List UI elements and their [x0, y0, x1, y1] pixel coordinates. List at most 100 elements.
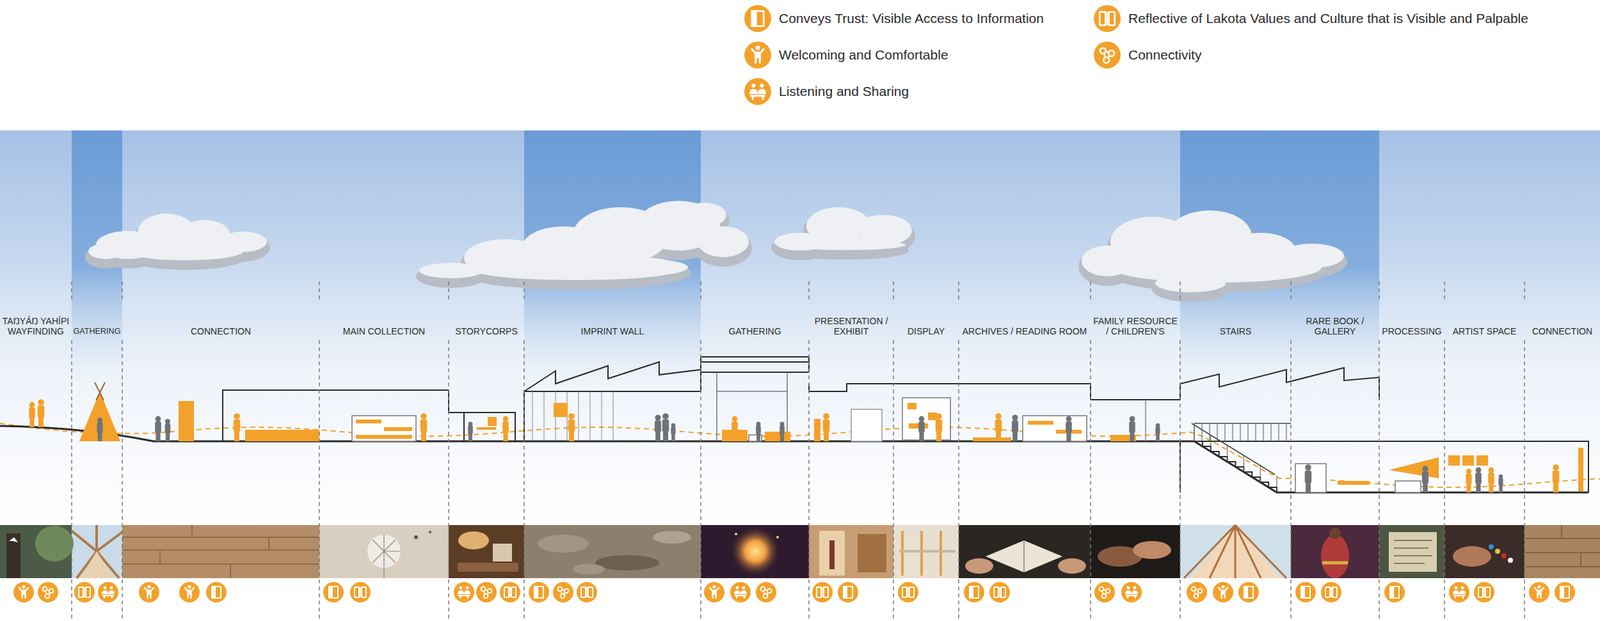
rail: [1194, 423, 1291, 425]
person-body: [1552, 471, 1560, 484]
person-body: [918, 421, 925, 434]
person-legs: [234, 431, 240, 442]
photo-detail: [1393, 540, 1433, 564]
principle-icon: [989, 582, 1010, 603]
furniture: [1337, 481, 1370, 486]
furniture: [1448, 455, 1460, 466]
person-head: [165, 419, 171, 425]
furniture: [1476, 455, 1488, 466]
zone-label: RARE BOOK / GALLERY: [1292, 316, 1378, 337]
mullion: [578, 391, 580, 442]
legend-icon: [744, 5, 772, 32]
cloud-puff: [128, 242, 244, 261]
person-head: [919, 416, 925, 423]
zone-dividers: [71, 281, 1525, 621]
principle-icon: [323, 582, 344, 603]
person-legs: [1466, 483, 1472, 493]
stair-rail: [1191, 423, 1275, 475]
principle-icons: [13, 582, 1576, 603]
furniture: [355, 419, 382, 424]
photo-detail: [729, 526, 781, 578]
photo-detail: [902, 531, 941, 576]
furniture: [851, 409, 882, 442]
person-head: [503, 416, 509, 423]
clouds: [85, 200, 1348, 303]
photo: [1379, 525, 1445, 579]
zone-divider: [1179, 340, 1181, 621]
roof-line: [808, 384, 1181, 400]
zone-divider: [700, 281, 702, 301]
mullion: [613, 391, 614, 442]
photo-detail: [8, 537, 18, 543]
principle-icon: [97, 582, 119, 603]
principle-icon: [730, 582, 751, 603]
photo-detail: [6, 533, 21, 579]
photo-detail: [1322, 561, 1348, 566]
photo-detail: [1329, 528, 1341, 540]
cloud-puff: [1155, 274, 1226, 293]
photo-detail: [537, 535, 589, 553]
zone-divider: [1523, 281, 1526, 301]
zone-divider: [448, 281, 450, 301]
sky-gradient: [0, 130, 1600, 526]
furniture: [764, 432, 791, 442]
photo-detail: [414, 535, 418, 540]
zone-divider: [1179, 281, 1181, 301]
person-body: [233, 419, 241, 433]
legend-icon-glyph: [744, 5, 772, 32]
photo-detail: [492, 544, 512, 562]
photo: [1090, 525, 1181, 579]
mullion: [590, 391, 591, 442]
principle-icon: [1094, 582, 1115, 603]
person-legs: [671, 434, 675, 442]
person-body: [1128, 421, 1136, 434]
person-legs: [936, 431, 942, 442]
person-legs: [1422, 483, 1428, 493]
person-body: [568, 419, 576, 433]
principle-icon: [453, 582, 475, 603]
person-body: [1065, 421, 1072, 434]
zone-label: STORYCORPS: [449, 326, 523, 337]
zone-divider: [523, 340, 525, 621]
principle-icon: [13, 582, 34, 603]
person-legs: [995, 431, 1001, 442]
legend-item: Reflective of Lakota Values and Culture …: [1093, 5, 1529, 32]
principle-icon: [206, 582, 227, 603]
rail-post: [1201, 423, 1203, 442]
principle-icon: [1121, 582, 1142, 603]
person-head: [1475, 467, 1482, 474]
furniture: [908, 423, 928, 429]
person-legs: [823, 431, 829, 442]
person-body: [420, 419, 428, 433]
sawtooth-roof: [1180, 368, 1380, 400]
photo-detail: [776, 536, 779, 539]
photo-detail: [122, 525, 320, 579]
photo-detail: [457, 563, 519, 573]
person-body: [1465, 473, 1472, 485]
principle-icon: [179, 582, 200, 603]
person-head: [97, 417, 103, 424]
legend-icon-glyph: [1093, 5, 1121, 32]
cloud-puff: [464, 254, 688, 281]
furniture: [1462, 455, 1474, 466]
photo: [71, 525, 123, 579]
roof-line: [222, 390, 516, 442]
photo: [122, 525, 320, 579]
furniture: [907, 403, 917, 410]
person-head: [420, 413, 427, 420]
furniture: [928, 412, 937, 421]
person-head: [37, 399, 45, 406]
zone-label: PROCESSING: [1380, 326, 1444, 337]
zone-divider: [121, 281, 123, 301]
person-legs: [756, 433, 761, 442]
zone-divider: [1378, 281, 1380, 301]
zone-divider: [1523, 340, 1526, 621]
photo: [1290, 525, 1380, 579]
person-head: [823, 413, 830, 420]
legend-icon-glyph: [1093, 41, 1121, 69]
photo-detail: [428, 531, 432, 534]
sawtooth-roof: [524, 362, 701, 442]
circulation-path: [0, 423, 1600, 488]
